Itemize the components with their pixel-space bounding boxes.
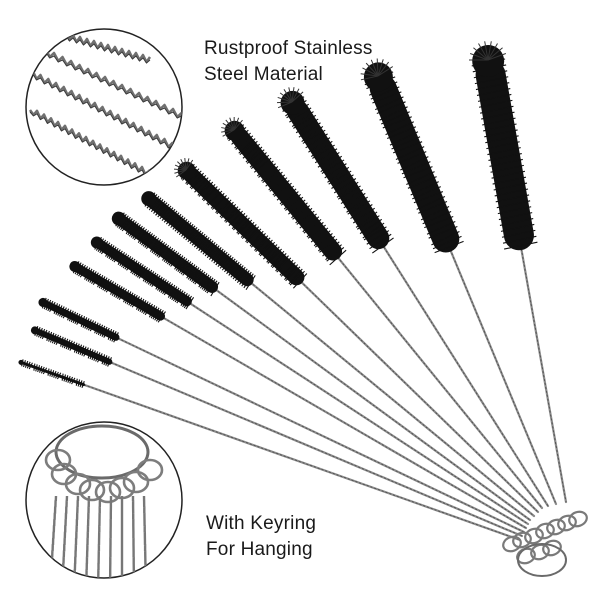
keyring-closeup-callout: [25, 421, 183, 579]
brush-bristle-head: [141, 191, 256, 291]
brush-bristle-head: [38, 297, 120, 343]
keyring-main: [517, 543, 567, 577]
keyring-callout-text: With Keyring For Hanging: [206, 511, 316, 563]
brush-2: [30, 326, 524, 538]
keyring-cluster: [502, 510, 588, 577]
keyring-loop: [557, 514, 577, 532]
wire-closeup-callout: [25, 28, 183, 186]
keyring-loop: [502, 535, 522, 553]
closeup-main-ring: [54, 424, 150, 480]
closeup-small-ring: [64, 472, 92, 496]
keyring-loop: [546, 518, 566, 536]
closeup-wire: [131, 496, 136, 578]
twisted-wire-closeup: [26, 29, 182, 185]
brush-bristle-head: [360, 58, 464, 254]
brush-bristle-head: [69, 261, 166, 323]
brush-bristle-head: [111, 211, 220, 297]
closeup-small-ring: [78, 478, 106, 502]
closeup-small-ring: [122, 470, 150, 494]
brush-3: [38, 297, 526, 534]
brush-11: [360, 58, 558, 506]
twisted-wire: [26, 69, 181, 153]
keyring-loop: [542, 539, 562, 557]
brush-bristle-head: [276, 87, 394, 254]
twisted-wire: [26, 39, 182, 123]
closeup-wire: [108, 496, 113, 578]
brush-bristle-head: [173, 158, 308, 289]
brush-8: [173, 158, 540, 514]
keyring-callout-line-2: For Hanging: [206, 539, 313, 560]
closeup-wire: [96, 495, 102, 578]
brush-6: [111, 211, 532, 522]
brush-4: [69, 261, 528, 530]
keyring-loop: [535, 522, 555, 540]
brush-9: [221, 116, 544, 510]
closeup-small-ring: [94, 480, 122, 504]
brush-bristle-head: [468, 41, 538, 251]
keyring-loop: [524, 527, 544, 545]
twisted-wire: [26, 29, 152, 64]
brush-12: [468, 41, 568, 504]
brush-5: [90, 236, 530, 526]
brush-bristle-head: [30, 326, 113, 367]
keyring-loop: [530, 543, 550, 561]
material-callout-line-1: Rustproof Stainless: [204, 38, 373, 59]
keyring-callout-line-1: With Keyring: [206, 513, 317, 534]
brush-10: [276, 87, 550, 508]
brush-7: [141, 191, 536, 518]
closeup-small-ring: [136, 458, 164, 482]
material-callout-line-2: Steel Material: [204, 64, 323, 85]
keyring-loop: [568, 510, 588, 528]
brush-bristle-head: [18, 359, 86, 388]
brush-1: [18, 359, 522, 542]
closeup-small-ring: [44, 448, 72, 472]
brush-bristle-head: [90, 236, 195, 310]
material-callout-text: Rustproof Stainless Steel Material: [204, 36, 373, 88]
keyring-loop: [512, 531, 532, 549]
brush-group: [18, 41, 568, 542]
brush-bristle-head: [221, 116, 347, 266]
